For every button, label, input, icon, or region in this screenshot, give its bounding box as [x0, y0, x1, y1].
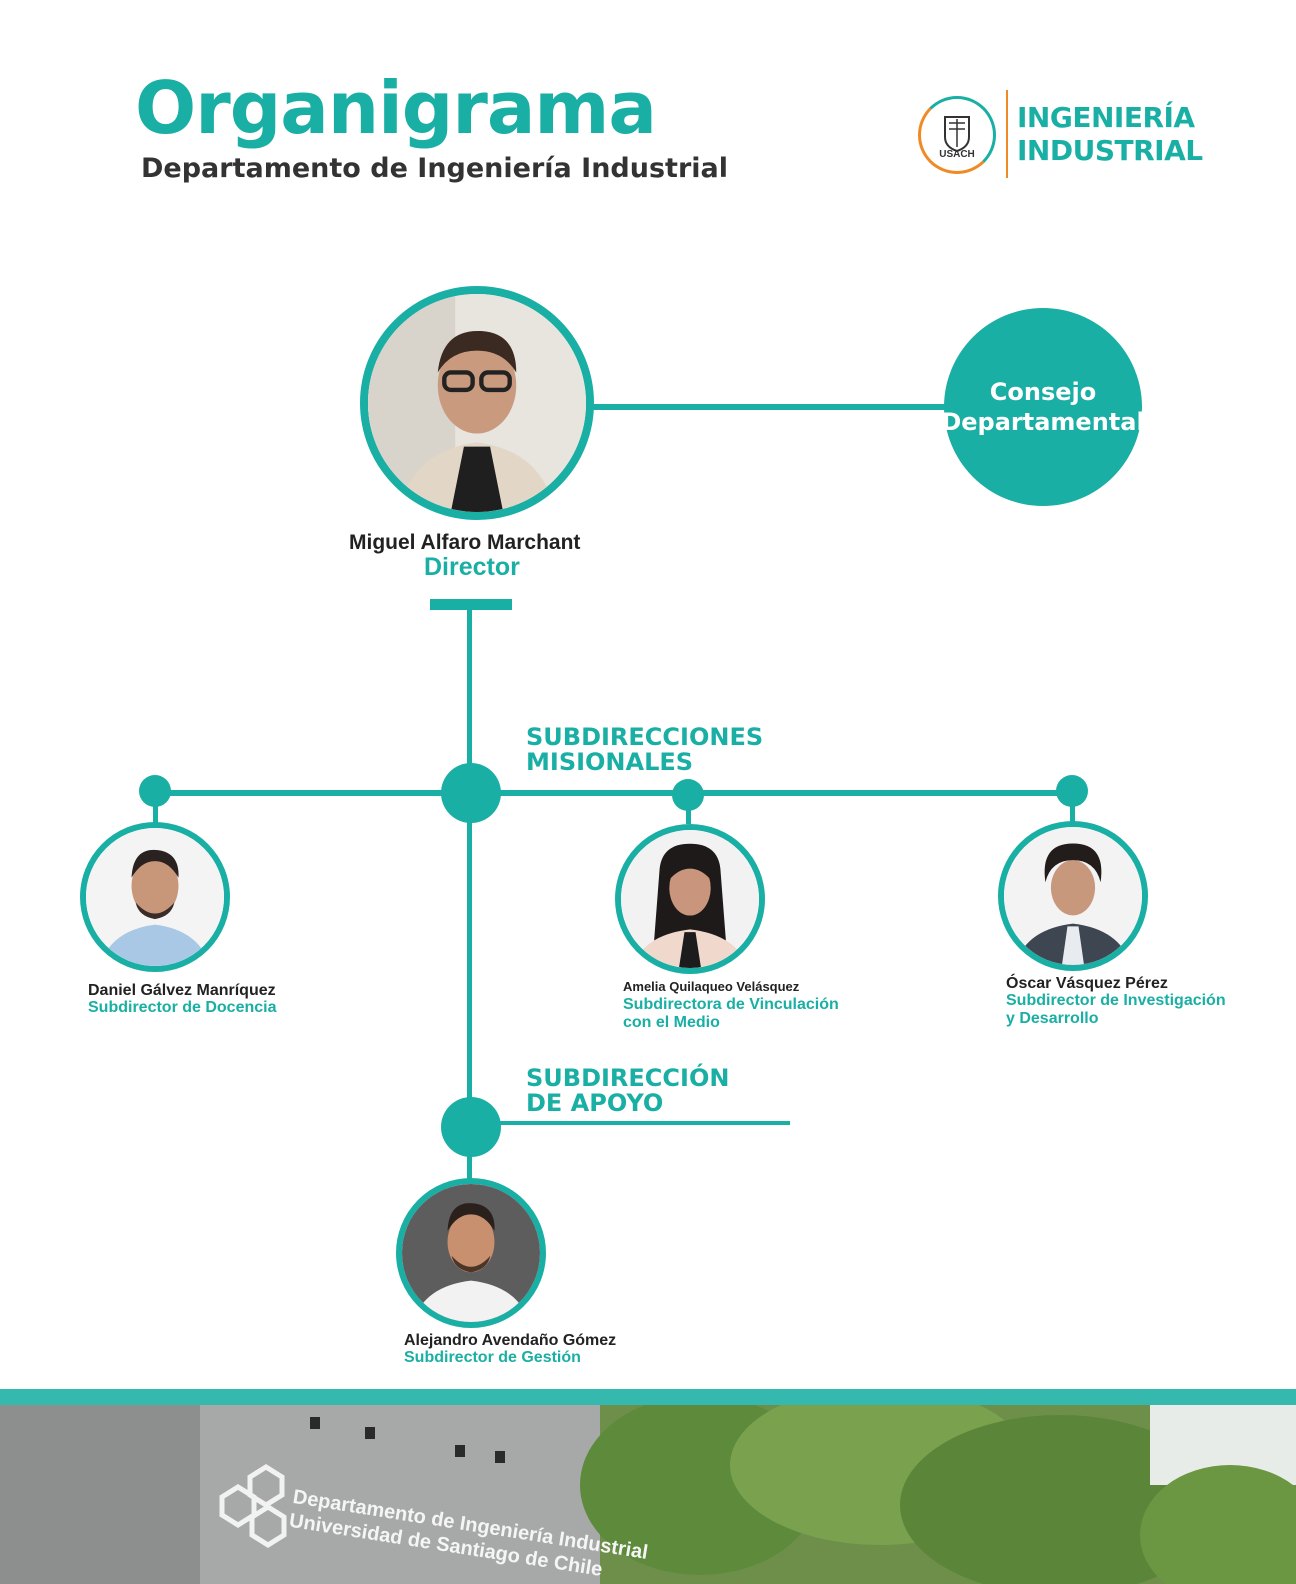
council-label-line2: Departamental	[941, 408, 1145, 436]
subdirector-gestion-role-line1: Subdirector de Gestión	[404, 1349, 581, 1366]
subdirector-docencia-photo	[80, 822, 230, 972]
misionales-label-line1: SUBDIRECCIONES	[526, 723, 764, 751]
subdirector-docencia-role: Subdirector de Docencia	[88, 999, 277, 1017]
subdirector-vinculacion-role: Subdirectora de Vinculación con el Medio	[623, 996, 839, 1032]
docencia-stem	[153, 800, 158, 824]
docencia-node	[139, 775, 171, 807]
subdirector-vinculacion-role-line2: con el Medio	[623, 1014, 720, 1031]
director-role: Director	[424, 553, 520, 581]
person-avatar-icon	[1004, 827, 1142, 965]
subdirector-docencia-name: Daniel Gálvez Manríquez	[88, 982, 276, 999]
page-subtitle: Departamento de Ingeniería Industrial	[141, 153, 728, 184]
subdirector-gestion-photo	[396, 1178, 546, 1328]
logo-word-2: INDUSTRIAL	[1017, 134, 1203, 167]
director-name: Miguel Alfaro Marchant	[349, 531, 581, 554]
apoyo-label-line1: SUBDIRECCIÓN	[526, 1064, 730, 1092]
subdirector-investigacion-role-line2: y Desarrollo	[1006, 1010, 1099, 1027]
apoyo-label: SUBDIRECCIÓN DE APOYO	[526, 1066, 729, 1116]
subdirector-investigacion-photo	[998, 821, 1148, 971]
council-label-line1: Consejo	[989, 378, 1097, 406]
director-council-connector	[590, 404, 946, 410]
vinculacion-stem	[686, 800, 691, 824]
investigacion-node	[1056, 775, 1088, 807]
subdirector-investigacion-name: Óscar Vásquez Pérez	[1006, 975, 1168, 992]
director-photo	[360, 286, 594, 520]
person-avatar-icon	[402, 1184, 540, 1322]
apoyo-node	[441, 1097, 501, 1157]
subdirector-vinculacion-photo	[615, 824, 765, 974]
page-title: Organigrama	[135, 66, 657, 150]
logo-university-label: USACH	[939, 149, 975, 160]
misionales-label-line2: MISIONALES	[526, 748, 694, 776]
subdirector-gestion-role: Subdirector de Gestión	[404, 1349, 581, 1367]
building-illustration	[0, 1405, 1296, 1584]
director-bar	[430, 599, 512, 610]
subdirector-investigacion-role: Subdirector de Investigación y Desarroll…	[1006, 992, 1226, 1028]
person-avatar-icon	[86, 828, 224, 966]
person-avatar-icon	[621, 830, 759, 968]
subdirector-vinculacion-name: Amelia Quilaqueo Velásquez	[623, 979, 800, 994]
usach-logo	[918, 96, 996, 174]
university-crest-icon	[944, 116, 970, 153]
vinculacion-node	[672, 779, 704, 811]
subdirector-vinculacion-role-line1: Subdirectora de Vinculación	[623, 996, 839, 1013]
subdirector-gestion-name: Alejandro Avendaño Gómez	[404, 1332, 617, 1349]
apoyo-label-line2: DE APOYO	[526, 1089, 664, 1117]
misionales-node	[441, 763, 501, 823]
logo-divider	[1006, 90, 1008, 178]
subdirector-docencia-role-line1: Subdirector de Docencia	[88, 999, 277, 1016]
apoyo-horizontal-connector	[470, 1121, 790, 1125]
investigacion-stem	[1070, 800, 1075, 822]
misionales-horizontal-connector	[155, 790, 1073, 796]
council-node: Consejo Departamental	[941, 308, 1145, 506]
logo-word-1: INGENIERÍA	[1017, 101, 1195, 134]
misionales-label: SUBDIRECCIONES MISIONALES	[526, 725, 763, 775]
footer-accent-bar	[0, 1389, 1296, 1405]
main-vertical-connector	[467, 606, 472, 1181]
person-avatar-icon	[368, 294, 586, 512]
footer-building-photo: Departamento de Ingeniería Industrial Un…	[0, 1405, 1296, 1584]
subdirector-investigacion-role-line1: Subdirector de Investigación	[1006, 992, 1226, 1009]
